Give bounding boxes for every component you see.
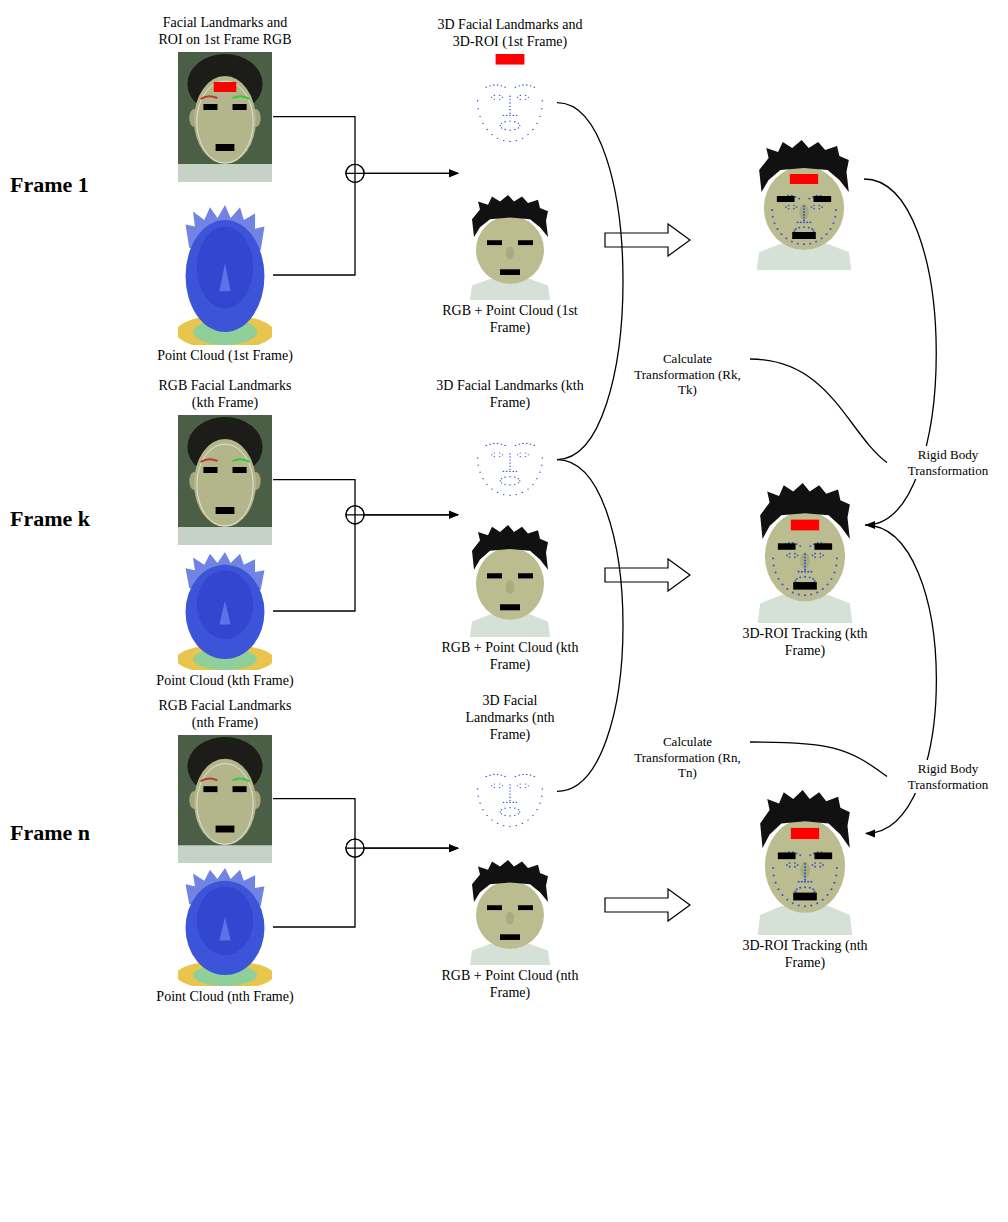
sum-symbol — [346, 839, 364, 857]
connector-line — [273, 524, 355, 611]
caption-text: Point Cloud (kth Frame) — [150, 673, 300, 690]
annotation-label: Rigid Body Transformation — [890, 446, 1006, 479]
image-panel: Facial Landmarks and ROI on 1st Frame RG… — [150, 12, 300, 182]
caption-text: 3D-ROI Tracking (nth Frame) — [730, 938, 880, 972]
caption-text: RGB Facial Landmarks (nth Frame) — [150, 698, 300, 732]
image-panel: Point Cloud (kth Frame) — [150, 552, 300, 693]
caption-text: 3D Facial Landmarks (nth Frame) — [460, 693, 560, 743]
sum-symbol — [346, 506, 364, 524]
image-panel: 3D-ROI Tracking (nth Frame) — [730, 790, 880, 975]
leader-line — [750, 742, 887, 777]
hollow-arrow — [605, 224, 690, 256]
caption-text: 3D Facial Landmarks and 3D-ROI (1st Fram… — [435, 17, 585, 51]
sum-symbol — [346, 839, 364, 857]
caption-text: Point Cloud (nth Frame) — [150, 989, 300, 1006]
sum-symbol — [346, 164, 364, 182]
face-image — [746, 790, 864, 935]
annotation-label: Rigid Body Transformation — [890, 760, 1006, 793]
connector-line — [273, 799, 355, 840]
connector — [273, 480, 458, 524]
caption-text: RGB + Point Cloud (nth Frame) — [435, 968, 585, 1002]
sum-symbol — [346, 164, 364, 182]
frame-label: Frame n — [10, 820, 130, 846]
face-image — [178, 868, 272, 986]
face-image — [465, 54, 555, 152]
image-panel: RGB Facial Landmarks (nth Frame) — [150, 695, 300, 863]
annotation-label: Calculate Transformation (Rn, Tn) — [628, 733, 747, 782]
connector-line — [364, 514, 458, 515]
sum-symbol — [346, 839, 364, 857]
face-image — [460, 860, 560, 965]
image-panel: RGB + Point Cloud (nth Frame) — [435, 860, 585, 1005]
connector-line — [273, 857, 355, 927]
sum-symbol — [346, 506, 364, 524]
connector-line — [557, 103, 623, 460]
frame-label: Frame k — [10, 506, 130, 532]
connector — [273, 839, 458, 927]
connector-line — [364, 848, 458, 849]
image-panel: RGB + Point Cloud (1st Frame) — [435, 195, 585, 340]
sum-symbol — [346, 506, 364, 524]
annotation-label: Calculate Transformation (Rk, Tk) — [628, 350, 747, 399]
face-image — [178, 205, 272, 345]
face-image — [460, 195, 560, 300]
image-panel: 3D Facial Landmarks and 3D-ROI (1st Fram… — [435, 14, 585, 152]
connector-line — [557, 460, 623, 792]
face-image — [178, 52, 272, 182]
caption-text: RGB + Point Cloud (kth Frame) — [435, 640, 585, 674]
sum-symbol — [346, 164, 364, 182]
caption-text: Point Cloud (1st Frame) — [150, 348, 300, 365]
image-panel: 3D Facial Landmarks (nth Frame) — [460, 690, 560, 836]
image-panel: Point Cloud (1st Frame) — [150, 205, 300, 368]
connector — [557, 460, 623, 792]
connector — [273, 117, 458, 183]
connector-line — [364, 514, 458, 515]
connector — [273, 799, 458, 858]
caption-text: 3D Facial Landmarks (kth Frame) — [435, 378, 585, 412]
hollow-arrow — [605, 889, 690, 921]
face-image — [460, 525, 560, 637]
connector — [273, 164, 458, 275]
image-panel: RGB Facial Landmarks (kth Frame) — [150, 375, 300, 545]
face-image — [178, 735, 272, 863]
image-panel: Point Cloud (nth Frame) — [150, 868, 300, 1009]
connector — [273, 506, 458, 611]
connector-line — [273, 480, 355, 506]
sum-symbol — [346, 839, 364, 857]
hollow-arrow — [605, 559, 690, 591]
face-image — [465, 746, 555, 836]
face-image — [746, 483, 864, 623]
leader-line — [750, 359, 887, 463]
frame-label: Frame 1 — [10, 172, 130, 198]
sum-symbol — [346, 164, 364, 182]
connector-line — [364, 173, 458, 174]
connector — [557, 103, 623, 460]
connector-line — [364, 173, 458, 174]
caption-text: RGB + Point Cloud (1st Frame) — [435, 303, 585, 337]
connector-line — [364, 848, 458, 849]
connector-line — [273, 117, 355, 165]
caption-text: 3D-ROI Tracking (kth Frame) — [730, 626, 880, 660]
image-panel: 3D-ROI Tracking (kth Frame) — [730, 483, 880, 663]
caption-text: RGB Facial Landmarks (kth Frame) — [150, 378, 300, 412]
caption-text: Facial Landmarks and ROI on 1st Frame RG… — [150, 15, 300, 49]
face-image — [178, 415, 272, 545]
tracking-image — [745, 140, 863, 270]
image-panel: RGB + Point Cloud (kth Frame) — [435, 525, 585, 677]
face-image — [178, 552, 272, 670]
connector-line — [273, 182, 355, 275]
sum-symbol — [346, 506, 364, 524]
face-image — [465, 415, 555, 505]
image-panel: 3D Facial Landmarks (kth Frame) — [435, 375, 585, 505]
